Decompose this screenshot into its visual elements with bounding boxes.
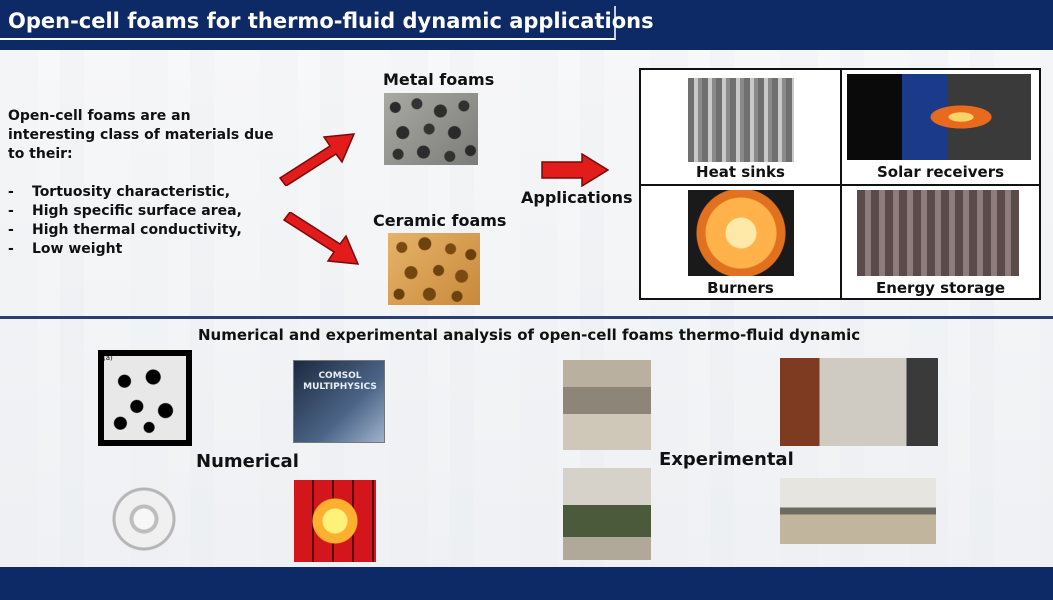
title-frame [0,6,616,40]
solar-receivers-label: Solar receivers [876,163,1005,181]
applications-label: Applications [521,188,633,207]
experimental-valve-image [563,468,651,560]
bullet-dash: - [8,203,14,219]
bullet-item: -Low weight [8,241,123,257]
kelvin-cell-image [98,474,190,564]
grid-divider-horizontal [641,184,1039,186]
intro-lead: Open-cell foams are an interesting class… [8,108,274,162]
bullet-dash: - [8,222,14,238]
energy-storage-label: Energy storage [875,279,1006,297]
bullet-dash: - [8,184,14,200]
arrow-down-right-icon [282,212,360,265]
comsol-image: COMSOL MULTIPHYSICS [293,360,385,443]
experimental-setup-image [780,478,936,544]
bullet-item: -High specific surface area, [8,203,242,219]
comsol-text: COMSOL MULTIPHYSICS [303,371,377,392]
heat-sinks-label: Heat sinks [696,163,785,181]
experimental-sensor-image [563,360,651,450]
solar-receiver-image [847,74,1031,160]
foam-mesh-image [98,350,192,446]
arrow-right-icon [541,153,610,187]
applications-grid: Heat sinks Solar receivers Burners Energ… [639,68,1041,300]
footer-bar [0,567,1053,600]
header-bar: Open-cell foams for thermo-fluid dynamic… [0,0,1053,50]
bullet-item: -Tortuosity characteristic, [8,184,231,200]
bullet-item: -High thermal conductivity, [8,222,242,238]
heat-sink-image [688,78,794,162]
intro-text: Open-cell foams are an interesting class… [8,107,278,259]
intro-bullets: -Tortuosity characteristic, -High specif… [8,183,278,259]
page-title: Open-cell foams for thermo-fluid dynamic… [8,9,654,33]
ceramic-foams-label: Ceramic foams [373,211,507,230]
burners-label: Burners [707,279,774,297]
experimental-rig-image [780,358,938,446]
bullet-dash: - [8,241,14,257]
arrow-up-right-icon [278,133,356,186]
energy-storage-image [857,190,1019,276]
ceramic-foam-image [388,233,480,305]
metal-foams-label: Metal foams [383,70,495,89]
metal-foam-image [384,93,478,165]
figure-tag: (a) [103,354,113,362]
heat-simulation-image [294,480,376,562]
analysis-title: Numerical and experimental analysis of o… [198,326,861,344]
numerical-label: Numerical [196,451,299,472]
section-divider [0,316,1053,319]
burner-image [688,190,794,276]
experimental-label: Experimental [659,449,794,470]
